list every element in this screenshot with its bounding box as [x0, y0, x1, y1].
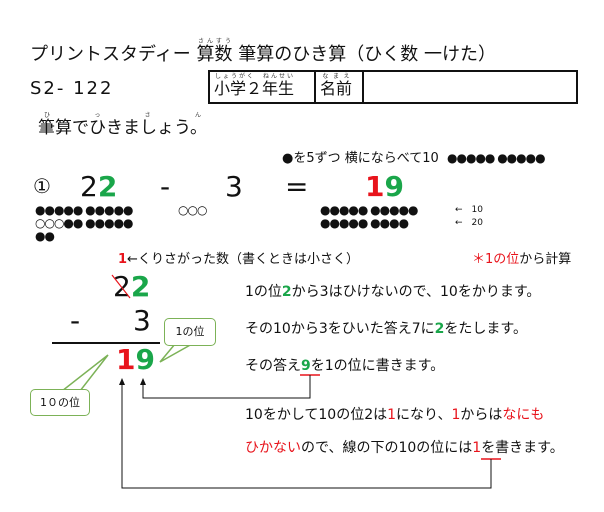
step-text: から3はひけないので、10をかります。 — [291, 284, 541, 300]
arrow-tens — [121, 383, 492, 489]
answer: 19 — [365, 170, 404, 203]
explanation-step: 1の位2から3はひけないので、10をかります。 — [245, 281, 540, 301]
step-text: なにも — [502, 407, 545, 423]
step-text: ので、線の下の10の位には — [301, 440, 473, 456]
callout-ones-place: 1の位 — [164, 318, 216, 346]
step-text: 2 — [281, 284, 292, 300]
vertical-answer: 19 — [116, 343, 155, 376]
problem-number: ① — [33, 174, 51, 198]
step-text: ひかない — [245, 440, 301, 456]
dot-labels: ← 10← 20 — [455, 205, 483, 228]
dots-answer: ●●●●● ●●●●●●●●●● ●●●● — [320, 203, 419, 230]
problem-equation: ① 22 - 3 = 19 — [33, 170, 404, 203]
dots-subtrahend: ○○○ — [178, 203, 207, 217]
step-text: を1の位に書きます。 — [310, 358, 445, 374]
explanation-step: その10から3をひいた答え7に2をたします。 — [245, 318, 527, 338]
step-text: 2 — [434, 321, 445, 337]
arrow-ones — [142, 375, 311, 399]
borrow-note: 1←くりさがった数（書くときは小さく） — [118, 252, 359, 267]
title-topic: 筆算のひき算（ひく数 一けた） — [238, 44, 496, 65]
explanation-step: ひかないので、線の下の10の位には1を書きます。 — [245, 437, 564, 457]
explanation-step: 10をかして10の位2は1になり、1からはなにも — [245, 404, 544, 424]
title-subject: 算数さんすう — [196, 38, 233, 65]
step-text: を書きます。 — [481, 440, 564, 456]
step-text: 1 — [387, 407, 397, 423]
vertical-subtrahend: 3 — [133, 304, 151, 337]
page-title: プリントスタディー 算数さんすう 筆算のひき算（ひく数 一けた） — [30, 38, 496, 66]
step-text: 1 — [472, 440, 482, 456]
step-text: 1の位 — [245, 284, 282, 300]
dots-minuend: ●●●●● ●●●●● ○○○●● ●●●●● ●● — [35, 203, 134, 243]
grade-cell: 小学２年生しょうがく ねんせい — [210, 72, 316, 102]
instruction: 筆算でひきましょう。ひっさん — [38, 112, 207, 138]
subtrahend: 3 — [225, 170, 243, 203]
title-prefix: プリントスタディー — [30, 44, 191, 65]
step-text: 10をかして10の位2は — [245, 407, 388, 423]
dot-hint: ●を5ずつ 横にならべて10 ●●●●● ●●●●● — [282, 151, 546, 166]
minuend: 22 — [80, 170, 118, 203]
worksheet-code: S2- 122 — [30, 78, 114, 99]
calc-note: ＊1の位から計算 — [472, 252, 572, 267]
vertical-operator: - — [70, 304, 81, 337]
callout-tens-place: 1０の位 — [30, 389, 90, 416]
step-text: 9 — [301, 358, 311, 374]
operator: - — [160, 170, 171, 203]
step-text: その10から3をひいた答え7に — [245, 321, 435, 337]
name-label-cell: 名前なまえ — [316, 72, 364, 102]
step-text: からは — [460, 407, 503, 423]
explanation-step: その答え9を1の位に書きます。 — [245, 355, 444, 375]
equals: = — [285, 170, 309, 203]
step-text: 1 — [451, 407, 461, 423]
strike-mark — [111, 274, 131, 299]
step-text: をたします。 — [444, 321, 527, 337]
step-text: になり、 — [396, 407, 452, 423]
step-text: その答え — [245, 358, 301, 374]
name-box: 小学２年生しょうがく ねんせい 名前なまえ — [208, 70, 578, 104]
